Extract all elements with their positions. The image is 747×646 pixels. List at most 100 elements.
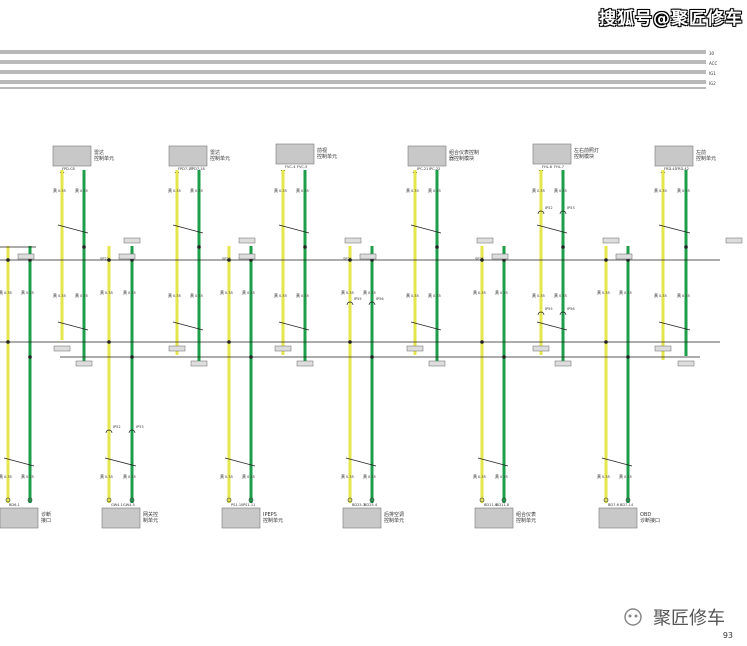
bottom-wire-label-d-5-color: 黄	[619, 473, 623, 479]
top-wire-label-a-5-color: 黄	[654, 187, 658, 193]
top-wire-label-b-2-size: 0.35	[301, 189, 309, 193]
top-pin-2-0: FVC-4	[285, 165, 296, 169]
top-twist-b-5	[658, 321, 691, 331]
bottom-pin-5-0: BD7-6	[608, 503, 619, 507]
top-pin-5-1: FRD-42	[676, 167, 689, 171]
bottom-twist-3	[345, 457, 377, 467]
bottom-pin-circle-g-3	[369, 497, 375, 503]
splice-label-2: SP24	[343, 257, 353, 261]
top-wire-label-d-0-size: 0.35	[80, 294, 88, 298]
top-splice-box-5	[725, 237, 743, 244]
top-ground-box-4	[532, 345, 550, 352]
bottom-twist-4	[477, 457, 509, 467]
splice-label-3: SP25	[475, 257, 484, 261]
top-wire-label-c-5-color: 黄	[654, 292, 658, 298]
top-wire-label-a-5-size: 0.35	[659, 189, 667, 193]
bottom-wire-label-b-2-color: 黄	[242, 289, 246, 295]
bottom-wire-label-c-5-color: 黄	[597, 473, 601, 479]
top-end-box-1	[190, 360, 208, 367]
bottom-pin-1-1: GW4-5	[123, 503, 135, 507]
inline-connector-icon-3	[368, 301, 376, 306]
inline-connector-label-6: IP55	[545, 307, 553, 311]
bottom-component-4-label1: 组合仪表	[516, 511, 536, 518]
bottom-splice-box-1	[118, 253, 136, 260]
top-pin-5-0: FRD-41	[664, 167, 677, 171]
watermark-logo-icon	[624, 608, 643, 626]
bottom-pin-circle-g-0	[27, 497, 33, 503]
bottom-pin-circle-g-2	[248, 497, 254, 503]
top-watermark: 搜狐号@聚匠修车	[599, 9, 743, 29]
bottom-wire-label-a-0-color: 黄	[0, 289, 3, 295]
top-splice-box-2	[344, 237, 362, 244]
bus-label-ig1: IG1	[709, 71, 716, 76]
bottom-splice-box-3	[359, 253, 377, 260]
top-splice-box-1	[238, 237, 256, 244]
top-twist-b-4	[536, 321, 568, 331]
bottom-watermark-text: 聚匠修车	[653, 608, 725, 629]
bottom-wire-label-b-5-size: 0.35	[624, 291, 632, 295]
top-component-4-label1: 左右前照灯	[574, 147, 599, 154]
bottom-wire-label-c-0-size: 0.35	[4, 475, 12, 479]
top-component-5-label2: 控制单元	[696, 155, 716, 162]
bottom-wire-label-a-0-size: 0.35	[4, 291, 12, 295]
bottom-twist-0	[3, 457, 35, 467]
bottom-component-3-label2: 控制单元	[384, 517, 404, 524]
bottom-wire-label-d-4-size: 0.35	[500, 475, 508, 479]
bottom-splice-box-2	[238, 253, 256, 260]
top-end-box-4	[554, 360, 572, 367]
bottom-wire-label-b-4-color: 黄	[495, 289, 499, 295]
bottom-wire-label-d-5-size: 0.35	[624, 475, 632, 479]
top-component-2-label1: 前视	[317, 147, 327, 154]
bottom-pin-circle-g-5	[625, 497, 631, 503]
top-splice-box-0	[123, 237, 141, 244]
top-wire-label-a-3-size: 0.35	[411, 189, 419, 193]
top-twist-b-3	[410, 321, 442, 331]
top-junction-1	[197, 245, 201, 249]
bottom-wire-label-b-3-size: 0.35	[368, 291, 376, 295]
inline-connector-icon-2	[346, 301, 354, 306]
bottom-component-0-label2: 接口	[41, 517, 51, 524]
bottom-component-3-box	[342, 507, 382, 529]
bus-lines	[0, 50, 706, 89]
top-wire-label-c-1-size: 0.35	[173, 294, 181, 298]
bottom-wire-label-d-2-size: 0.35	[247, 475, 255, 479]
bottom-wire-label-a-4-size: 0.35	[478, 291, 486, 295]
bottom-wire-label-c-3-size: 0.35	[346, 475, 354, 479]
top-wire-label-d-1-color: 黄	[190, 292, 194, 298]
top-twist-a-1	[172, 224, 204, 234]
bottom-component-5-label2: 诊断接口	[640, 517, 660, 524]
top-wire-label-b-3-color: 黄	[428, 187, 432, 193]
top-twist-b-2	[278, 321, 310, 331]
top-junction-4	[561, 245, 565, 249]
top-pin-1-0: FPD7-17	[178, 167, 193, 171]
top-component-0-label2: 控制单元	[94, 155, 114, 162]
bottom-wire-label-c-4-color: 黄	[473, 473, 477, 479]
bottom-wire-label-d-2-color: 黄	[242, 473, 246, 479]
bottom-wire-label-c-5-size: 0.35	[602, 475, 610, 479]
bottom-wire-label-c-1-color: 黄	[100, 473, 104, 479]
bottom-wire-label-d-0-size: 0.35	[26, 475, 34, 479]
inline-connector-icon-6	[537, 311, 545, 316]
bottom-wire-label-c-3-color: 黄	[341, 473, 345, 479]
bottom-wire-label-b-3-color: 黄	[363, 289, 367, 295]
bottom-pin-0-0: BD6-1	[9, 503, 20, 507]
bottom-pin-2-0: PS1-10	[231, 503, 243, 507]
top-twist-a-5	[658, 224, 691, 234]
bottom-component-2-label2: 控制单元	[263, 517, 283, 524]
top-wire-label-b-1-color: 黄	[190, 187, 194, 193]
bottom-wire-label-b-2-size: 0.35	[247, 291, 255, 295]
top-ground-box-5	[654, 345, 672, 352]
top-wire-label-c-3-size: 0.35	[411, 294, 419, 298]
top-wire-label-b-5-size: 0.35	[682, 189, 690, 193]
bottom-component-0-box	[0, 507, 39, 529]
top-wire-label-c-0-size: 0.35	[58, 294, 66, 298]
inline-connector-icon-4	[537, 210, 545, 215]
bottom-wire-label-c-2-color: 黄	[220, 473, 224, 479]
top-ground-box-0	[53, 345, 71, 352]
bottom-twist-2	[224, 457, 256, 467]
bottom-pin-circle-g-1	[129, 497, 135, 503]
top-component-5-box	[654, 145, 694, 167]
top-wire-label-b-1-size: 0.35	[195, 189, 203, 193]
top-wire-label-d-4-color: 黄	[554, 292, 558, 298]
bottom-twist-5	[601, 457, 633, 467]
